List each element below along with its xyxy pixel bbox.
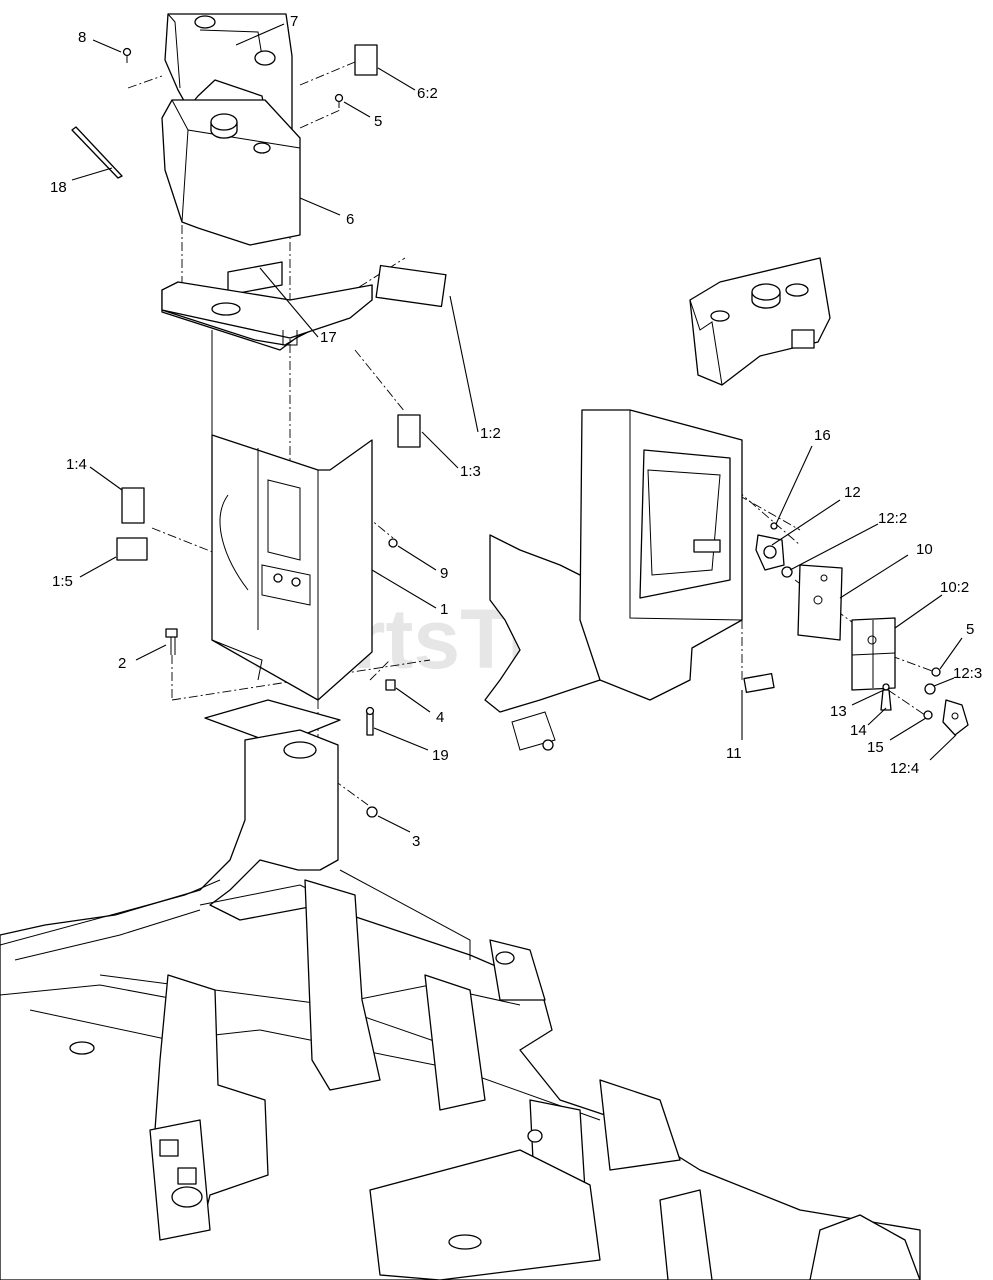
part-15 <box>923 710 933 720</box>
callout-3: 3 <box>412 833 420 850</box>
screw-part-13 <box>882 683 890 691</box>
callout-15: 15 <box>867 739 884 756</box>
callout-labels: 8 7 6:2 5 18 6 17 1:2 1:3 1:4 1:5 9 1 2 … <box>50 13 982 850</box>
nut-part-9 <box>388 538 398 548</box>
tank-part-6 <box>161 99 301 246</box>
callout-1-5: 1:5 <box>52 573 73 590</box>
callout-5-top: 5 <box>374 113 382 130</box>
spacer-part-14 <box>880 689 892 711</box>
callout-12-2: 12:2 <box>878 510 907 527</box>
callout-6-2: 6:2 <box>417 85 438 102</box>
callout-6: 6 <box>346 211 354 228</box>
nut-part-12-3 <box>924 683 936 695</box>
callout-1-2: 1:2 <box>480 425 501 442</box>
callout-11: 11 <box>726 745 742 762</box>
callout-7: 7 <box>290 13 298 30</box>
bolt-part-2 <box>165 628 178 655</box>
decal-part-1-4 <box>121 487 145 524</box>
callout-19: 19 <box>432 747 449 764</box>
mount-plate <box>204 699 341 746</box>
chassis-frame <box>0 729 921 1280</box>
assembled-console-view <box>484 257 831 751</box>
callout-1-3: 1:3 <box>460 463 481 480</box>
pin-part-19 <box>365 706 375 736</box>
callout-16: 16 <box>814 427 831 444</box>
callout-9: 9 <box>440 565 448 582</box>
callout-4: 4 <box>436 709 444 726</box>
callout-10: 10 <box>916 541 933 558</box>
callout-17: 17 <box>320 329 337 346</box>
washer-part-12-2 <box>781 566 793 578</box>
screw-part-8 <box>122 47 132 63</box>
callout-8: 8 <box>78 29 86 46</box>
decal-part-1-3 <box>397 414 421 448</box>
decal-part-17 <box>227 261 283 296</box>
callout-18: 18 <box>50 179 67 196</box>
callout-1: 1 <box>440 601 448 618</box>
fastener-part-5-top <box>334 93 344 108</box>
handle-part-12-4 <box>942 699 969 736</box>
callout-2: 2 <box>118 655 126 672</box>
plate-part-10 <box>797 564 843 641</box>
console-housing-part-1 <box>161 281 373 701</box>
upper-bracket-part-7 <box>164 13 293 153</box>
decal-part-1-2 <box>375 264 447 308</box>
callout-13: 13 <box>830 703 847 720</box>
callout-10-2: 10:2 <box>940 579 969 596</box>
callout-1-4: 1:4 <box>66 456 87 473</box>
callout-12: 12 <box>844 484 861 501</box>
callout-14: 14 <box>850 722 867 739</box>
decal-part-1-5 <box>116 537 148 561</box>
decal-part-6-2 <box>354 44 378 76</box>
rod-part-18 <box>71 126 123 179</box>
leader-lines <box>71 23 963 833</box>
callout-12-4: 12:4 <box>890 760 919 777</box>
nut-part-3 <box>366 806 378 818</box>
callout-5-right: 5 <box>966 621 974 638</box>
screw-part-16 <box>770 522 778 530</box>
clip-part-4 <box>385 679 396 691</box>
latch-hardware <box>755 522 969 736</box>
callout-12-3: 12:3 <box>953 665 982 682</box>
fastener-part-5-right <box>931 667 941 677</box>
